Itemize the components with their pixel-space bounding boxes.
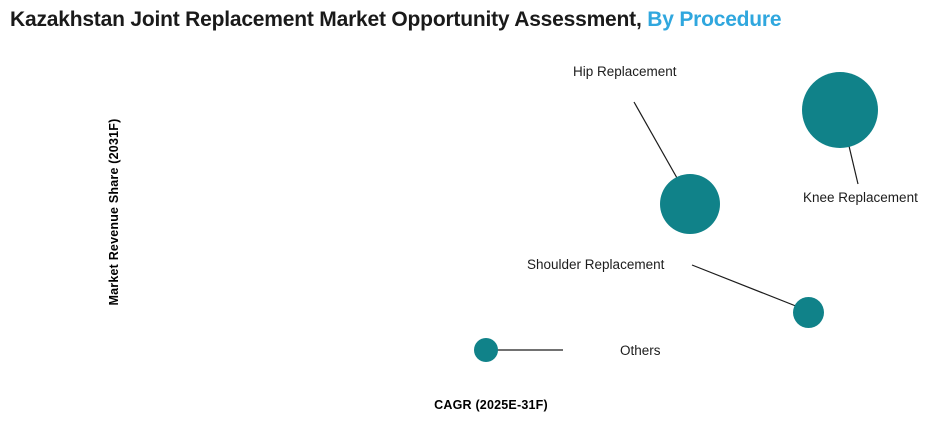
bubble-hip-replacement[interactable] — [660, 174, 720, 234]
point-label-knee-replacement: Knee Replacement — [803, 190, 918, 205]
point-label-others: Others — [620, 343, 661, 358]
bubble-knee-replacement[interactable] — [802, 72, 878, 148]
point-label-shoulder-replacement: Shoulder Replacement — [527, 257, 665, 272]
page-title: Kazakhstan Joint Replacement Market Oppo… — [10, 8, 930, 32]
page-title-main: Kazakhstan Joint Replacement Market Oppo… — [10, 8, 642, 31]
bubble-others[interactable] — [474, 338, 498, 362]
bubble-shoulder-replacement[interactable] — [792, 296, 824, 328]
page-title-accent: By Procedure — [647, 8, 782, 31]
point-label-hip-replacement: Hip Replacement — [573, 64, 677, 79]
x-axis-title: CAGR (2025E-31F) — [434, 398, 548, 412]
